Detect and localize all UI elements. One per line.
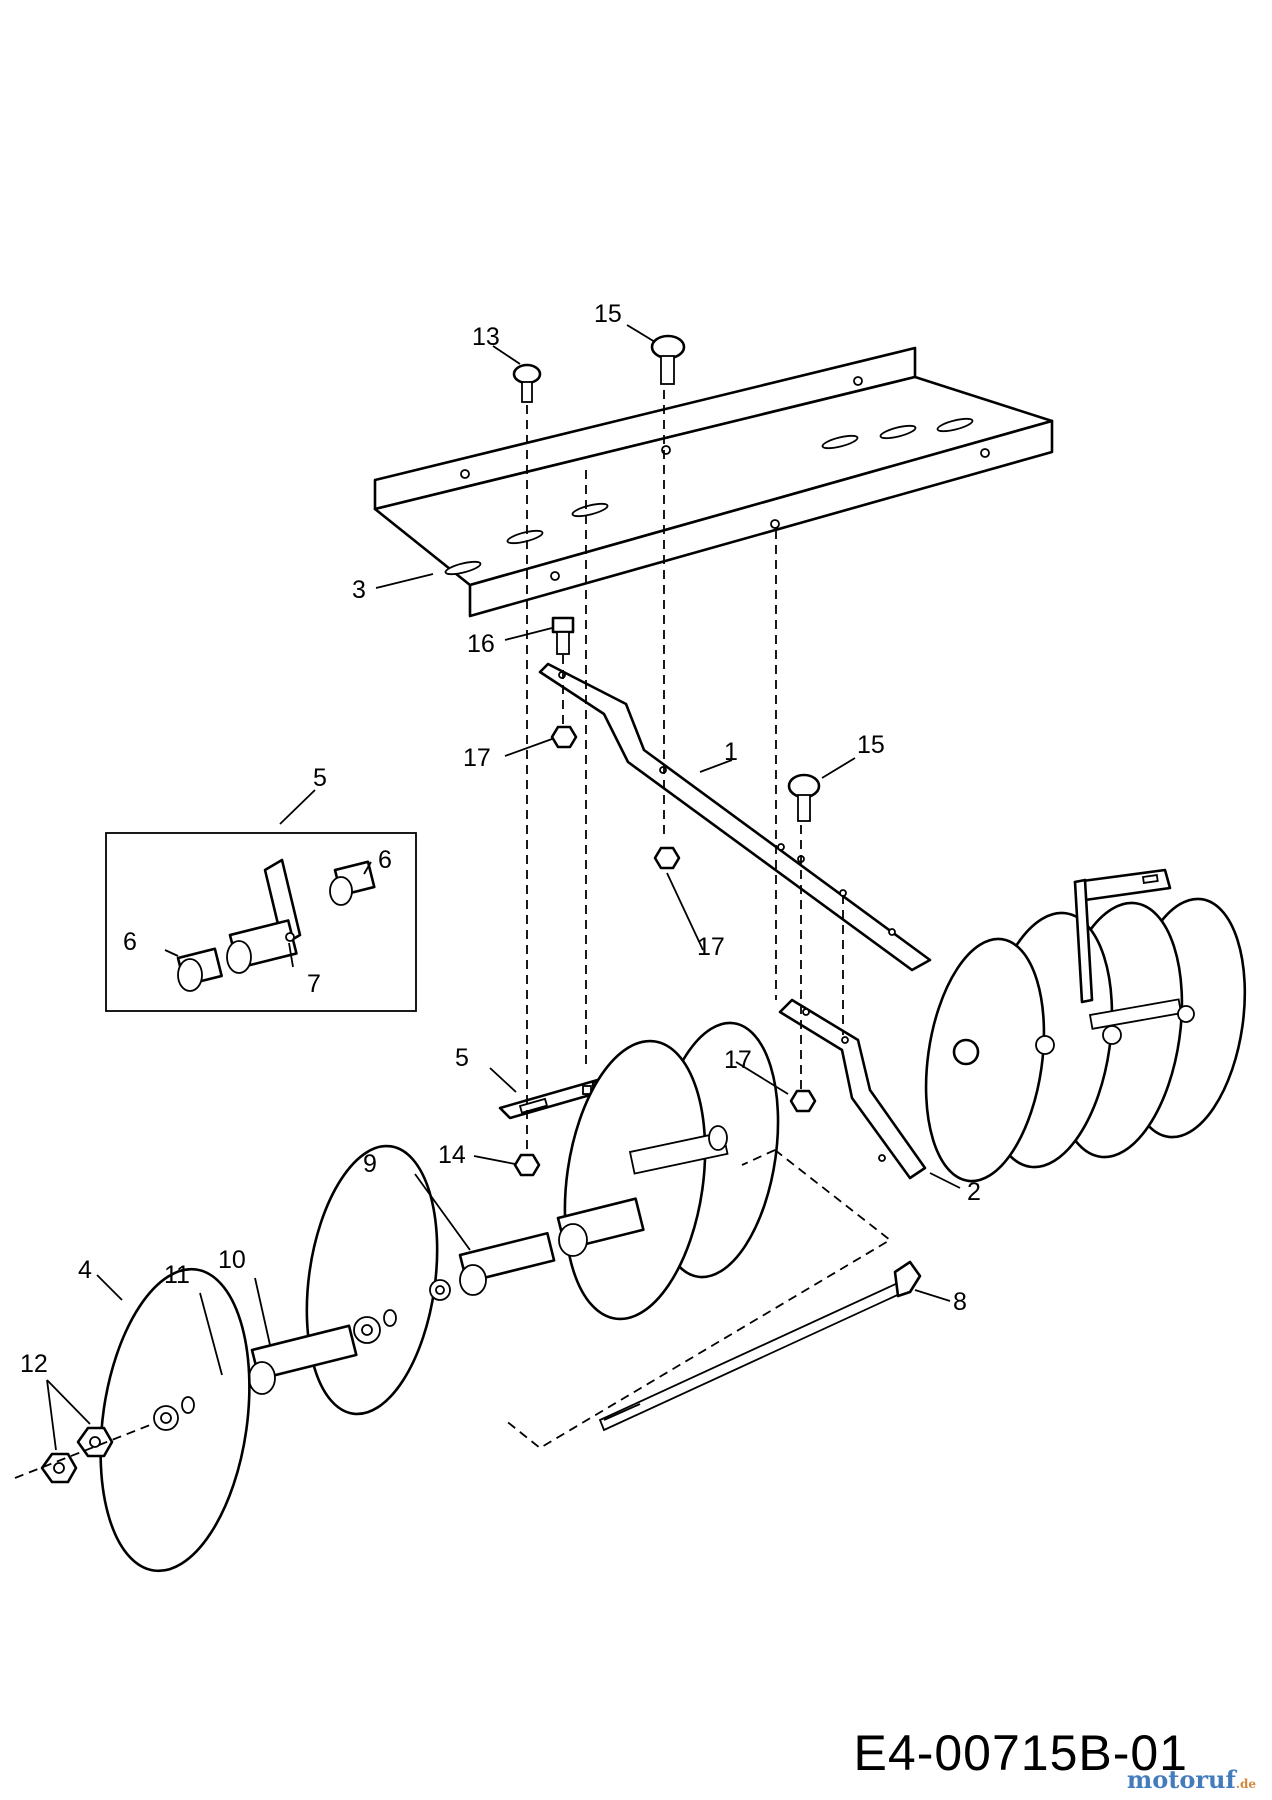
middle-disc-pair <box>556 1021 780 1321</box>
bracket-arm <box>538 662 932 972</box>
callout-6-right: 6 <box>378 846 392 874</box>
lower-bracket <box>778 998 927 1180</box>
callout-17-left: 17 <box>463 744 491 772</box>
callout-2: 2 <box>967 1178 981 1206</box>
callout-17-right: 17 <box>724 1046 752 1074</box>
callout-9: 9 <box>363 1150 377 1178</box>
callout-14: 14 <box>438 1141 466 1169</box>
callout-17-mid: 17 <box>697 933 725 961</box>
front-disc-stack <box>99 1144 556 1573</box>
callout-labels: 13 15 3 16 17 1 15 17 5 6 6 7 5 17 14 9 … <box>20 300 981 1378</box>
callout-8: 8 <box>953 1288 967 1316</box>
callout-10: 10 <box>218 1246 246 1274</box>
detail-inset <box>105 832 417 1012</box>
leader-lines <box>46 324 961 1451</box>
mounting-channel <box>373 346 1054 618</box>
hex-bolt-16 <box>551 616 575 655</box>
carriage-bolt-15-top <box>650 334 686 385</box>
callout-3: 3 <box>352 576 366 604</box>
callout-6-left: 6 <box>123 928 137 956</box>
callout-12: 12 <box>20 1350 48 1378</box>
callout-15-right: 15 <box>857 731 885 759</box>
callout-11: 11 <box>164 1261 190 1289</box>
carriage-bolt-13 <box>512 363 542 403</box>
callout-7: 7 <box>307 970 321 998</box>
callout-13: 13 <box>472 323 500 351</box>
rear-disc-gang <box>924 868 1247 1183</box>
watermark-tld: .de <box>1235 1777 1256 1791</box>
hex-nuts <box>40 1426 114 1484</box>
axle-bolt <box>598 1260 922 1432</box>
callout-5-main: 5 <box>455 1044 469 1072</box>
carriage-bolt-15-right <box>787 773 821 822</box>
lock-nuts-17 <box>550 725 817 1113</box>
callout-16: 16 <box>467 630 495 658</box>
document-code: E4-00715B-01 <box>853 1725 1188 1781</box>
callout-5-inset: 5 <box>313 764 327 792</box>
lock-nut-14 <box>513 1153 541 1177</box>
callout-1: 1 <box>724 738 738 766</box>
watermark-logo: motoruf.de <box>1127 1765 1256 1794</box>
callout-15-top: 15 <box>594 300 622 328</box>
callout-4: 4 <box>78 1256 92 1284</box>
assembly-lines <box>14 390 892 1479</box>
watermark-text: motoruf <box>1126 1765 1236 1794</box>
